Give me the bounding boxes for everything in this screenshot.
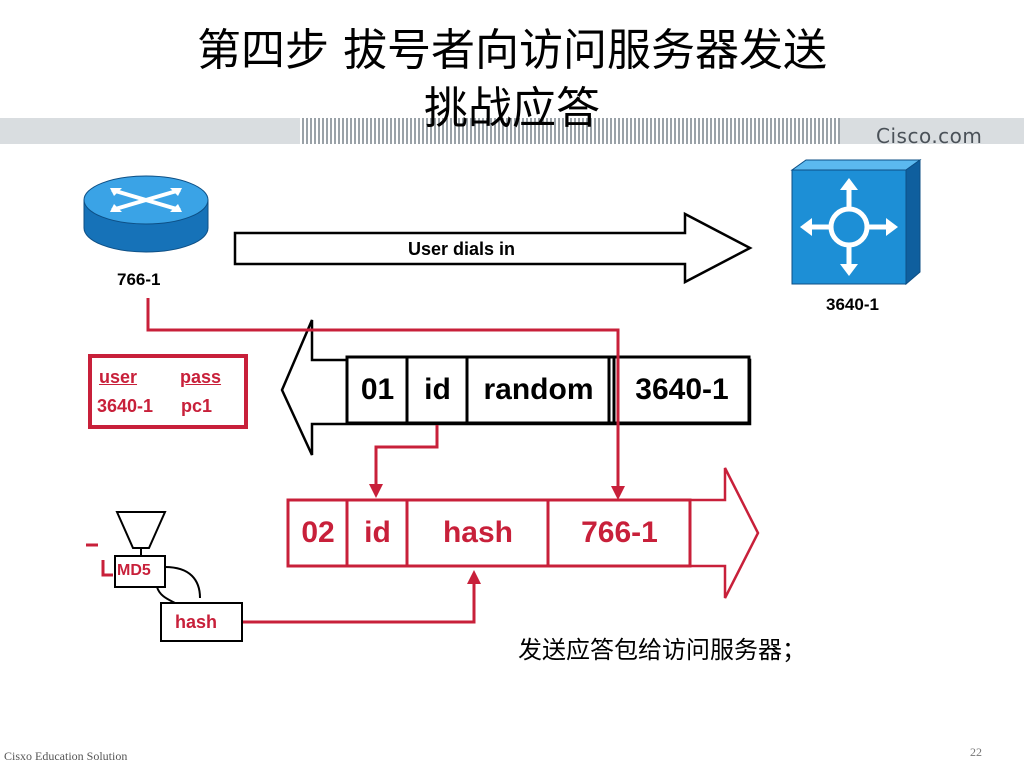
router-icon <box>83 175 209 253</box>
response-arrow <box>688 467 760 599</box>
credentials-pass-header: pass <box>180 367 222 387</box>
md5-box <box>114 555 166 588</box>
credentials-user-header: user <box>99 367 138 387</box>
dial-in-arrow <box>233 211 753 285</box>
challenge-random-cell: random <box>483 373 594 406</box>
router-name-connector <box>146 298 620 496</box>
access-server-icon <box>790 159 922 286</box>
footer-text: Cisxo Education Solution <box>4 749 128 763</box>
slide-title-line1: 第四步 拔号者向访问服务器发送 <box>197 25 827 76</box>
header-band-stripes <box>300 118 840 144</box>
server-label: 3640-1 <box>826 295 879 314</box>
response-name-cell: 766-1 <box>581 516 658 549</box>
slide-title-line2: 挑战应答 <box>424 83 600 134</box>
caption-text: 发送应答包给访问服务器； <box>518 636 806 664</box>
challenge-id-cell: id <box>424 373 451 406</box>
credentials-pass-value: pc1 <box>181 396 213 416</box>
hash-box <box>160 602 243 642</box>
credentials-user-value: 3640-1 <box>97 396 154 416</box>
credentials-box <box>88 354 248 429</box>
response-code-cell: 02 <box>301 516 335 549</box>
response-hash-cell: hash <box>442 516 514 549</box>
id-connector <box>374 425 439 492</box>
router-label: 766-1 <box>117 270 161 289</box>
slide-title: 第四步 拔号者向访问服务器发送 挑战应答 <box>0 22 1024 138</box>
hash-label: hash <box>175 612 218 632</box>
challenge-packet-box <box>345 355 751 425</box>
response-id-cell: id <box>364 516 391 549</box>
challenge-code-cell: 01 <box>360 373 395 406</box>
cisco-logo: Cisco.com <box>876 124 983 148</box>
challenge-name-cell: 3640-1 <box>635 373 729 406</box>
page-number: 22 <box>970 745 982 759</box>
md5-label: MD5 <box>117 562 151 579</box>
md5-funnel <box>115 511 167 549</box>
dial-in-label: User dials in <box>408 239 516 259</box>
response-packet-box <box>286 498 692 568</box>
hash-connector <box>242 576 476 624</box>
